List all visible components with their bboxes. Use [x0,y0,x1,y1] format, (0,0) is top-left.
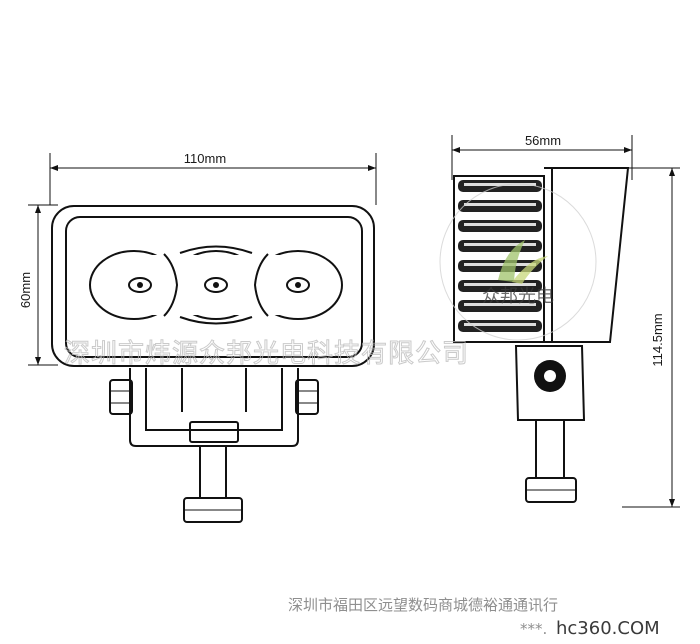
led-2 [204,277,228,293]
leaf-icon [498,240,525,282]
width-label: 110mm [184,151,226,166]
lens-cluster [89,245,343,325]
footer: 深圳市福田区远望数码商城德裕通通讯行 ***. hc360.COM [288,596,660,639]
watermark-company-text: 深圳市炜源众邦光电科技有限公司 [64,339,469,369]
footer-brand-prefix: ***. [520,620,547,638]
footer-address: 深圳市福田区远望数码商城德裕通通讯行 [288,596,558,614]
led-3 [286,277,310,293]
led-1 [128,277,152,293]
width-dimension: 110mm [49,151,377,205]
height-dimension: 60mm [18,204,58,366]
housing-outer [51,205,375,367]
depth-dimension: 56mm [451,133,633,180]
watermark: 众邦光电 深圳市炜源众邦光电科技有限公司 [64,183,597,370]
total-height-label: 114.5mm [650,313,665,366]
depth-label: 56mm [525,133,561,148]
housing-inner [65,216,363,358]
side-bracket [514,345,586,503]
right-knob [295,379,319,415]
mount-bolt [199,445,227,499]
side-view: 56mm 114.5mm [451,133,680,508]
total-height-dimension: 114.5mm [622,167,680,508]
front-view: 110mm 60mm [18,151,377,523]
left-knob [109,379,133,415]
height-label: 60mm [18,272,33,308]
footer-brand: hc360.COM [556,618,660,639]
cooling-fins [458,180,542,332]
watermark-logo-text: 众邦光电 [482,286,554,307]
mount-bracket [109,368,319,523]
watermark-logo-ring [439,183,597,341]
